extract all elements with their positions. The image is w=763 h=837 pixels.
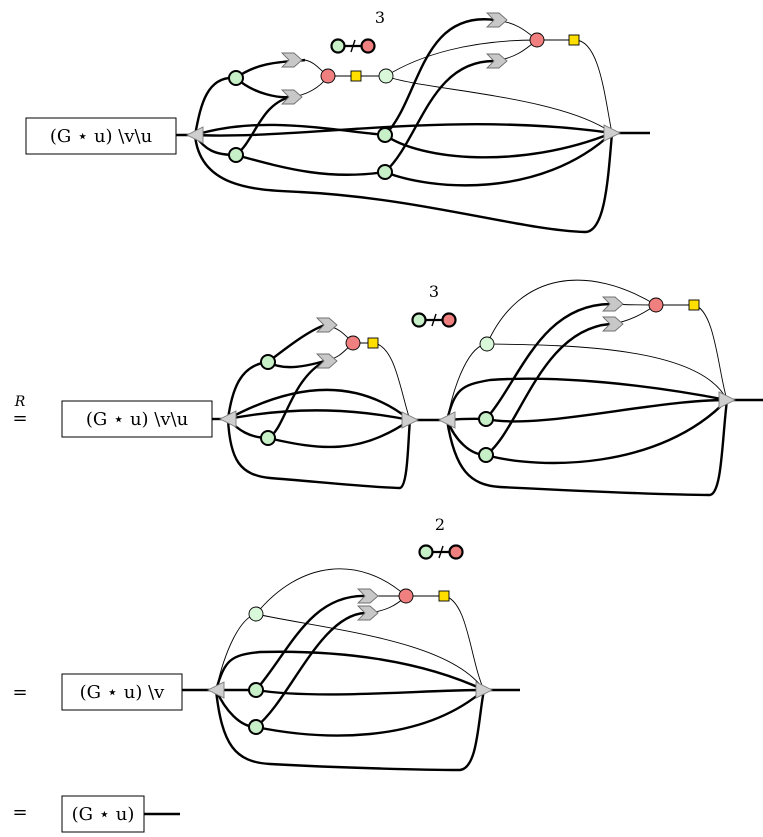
step-2-graph-box (61, 400, 213, 438)
step-3-count: 2 (435, 515, 445, 534)
step-3-edge-legend-icon (418, 544, 464, 560)
step-2-red-spider (648, 297, 664, 313)
step-2-green-spider (478, 447, 494, 463)
step-3-green-spider (248, 719, 264, 735)
step-1-yellow-box (350, 70, 362, 82)
step-1-edge-legend-icon (330, 38, 376, 54)
step-1-yellow-box (568, 34, 580, 46)
step-2-graph-label: (G ⋆ u) \v\u (86, 409, 188, 430)
step-2-red-spider (345, 335, 361, 351)
step-2-green-spider (478, 411, 494, 427)
step-4-relation: = (12, 802, 27, 823)
step-1-graph-label: (G ⋆ u) \v\u (50, 126, 152, 147)
step-1-green-spider (228, 70, 244, 86)
step-2-chevron-icon (316, 317, 338, 333)
step-1-green-spider (377, 164, 393, 180)
step-3-graph-label: (G ⋆ u) \v (80, 682, 166, 703)
step-1-red-spider (529, 32, 545, 48)
step-1-graph-box (25, 117, 177, 155)
step-1: 3 (G ⋆ u) \v\u (25, 8, 650, 234)
step-1-green-spider (228, 147, 244, 163)
step-2-edge-legend-icon (411, 312, 457, 328)
step-2-count: 3 (429, 282, 439, 301)
step-1-chevron-icon (281, 52, 303, 68)
step-3-yellow-box (438, 590, 450, 602)
step-2-green-spider (260, 430, 276, 446)
step-3-graph-box (61, 673, 183, 711)
step-2-relation-top: R (14, 394, 26, 410)
step-4: = (G ⋆ u) (12, 795, 180, 833)
step-2-yellow-box (688, 299, 700, 311)
step-2-green-spider (260, 354, 276, 370)
step-3-relation: = (12, 682, 27, 703)
step-3-green-spider (248, 682, 264, 698)
step-1-red-spider (320, 68, 336, 84)
step-4-graph-label: (G ⋆ u) (72, 804, 135, 825)
step-2-chevron-icon (316, 353, 338, 369)
step-2-relation-bottom: = (12, 408, 27, 429)
step-1-count: 3 (375, 8, 385, 27)
step-3-light-green-spider (248, 606, 264, 622)
step-3: = 2 (G ⋆ u) \v (12, 515, 520, 772)
step-2-yellow-box (367, 337, 379, 349)
step-2-light-green-spider (479, 336, 495, 352)
step-1-light-green-spider (378, 68, 394, 84)
step-1-green-spider (377, 127, 393, 143)
step-2: R = 3 (G ⋆ u) \v\u (12, 279, 763, 497)
step-3-red-spider (398, 588, 414, 604)
